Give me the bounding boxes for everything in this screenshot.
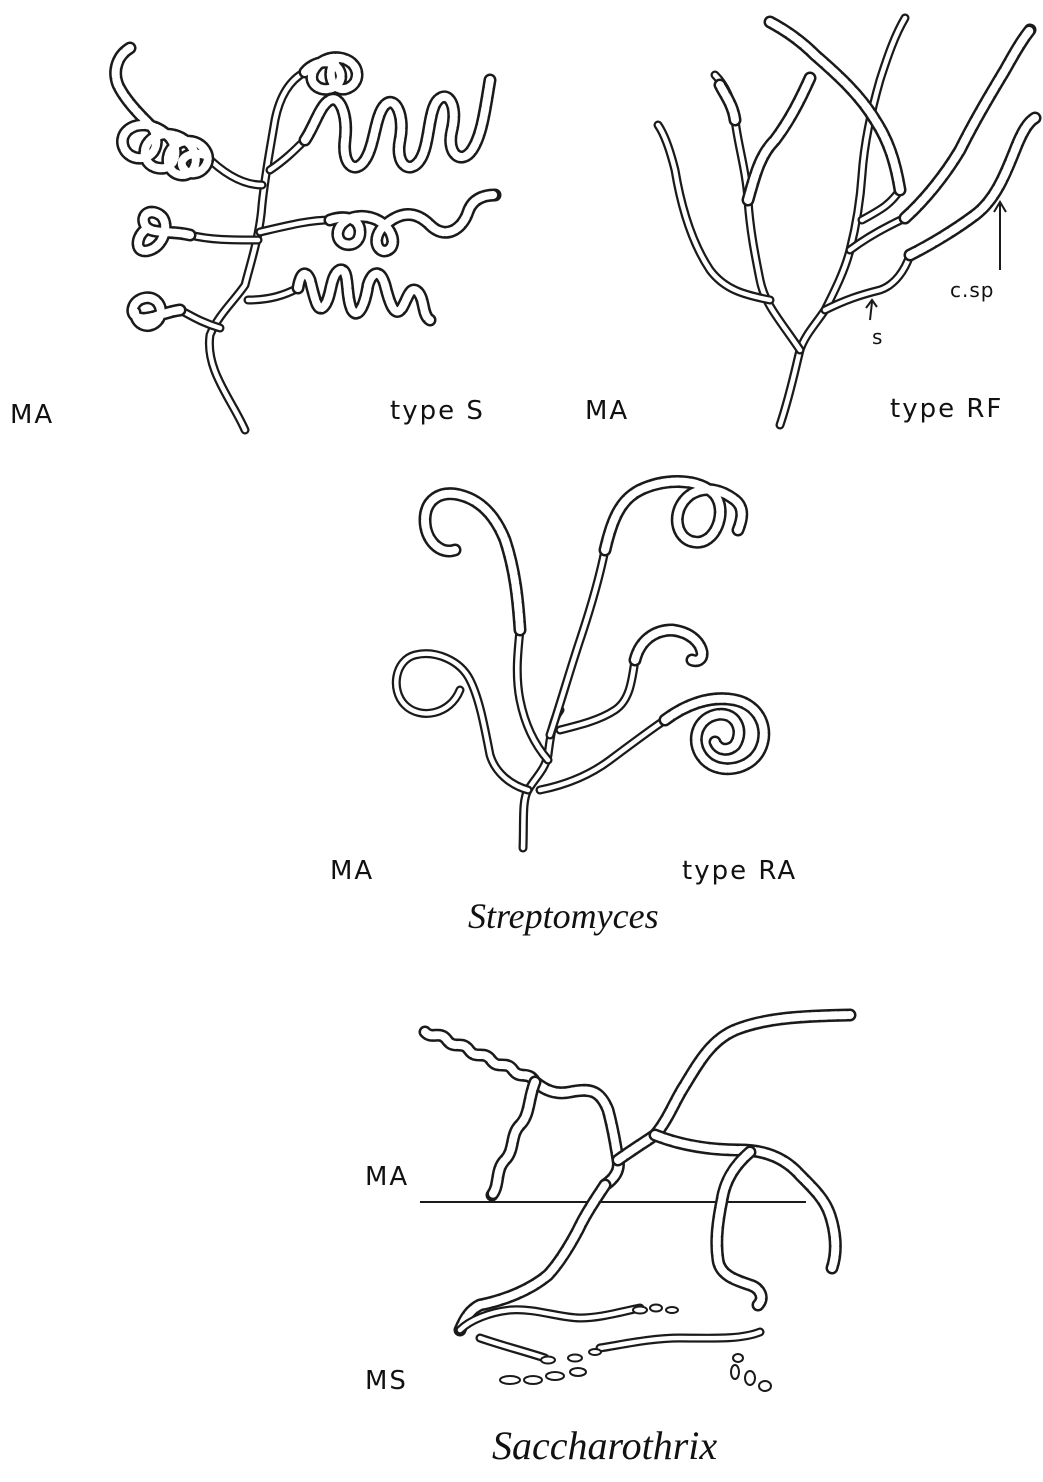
type-rf-drawing: [658, 18, 1035, 425]
sporophore-label: s: [872, 325, 883, 349]
type-rf-label: type RF: [890, 394, 1003, 424]
type-rf-ma-label: MA: [585, 396, 629, 426]
aerial-mycelium-label: MA: [365, 1162, 409, 1192]
type-rf-arrows: [866, 202, 1006, 320]
spore-chain-label: c.sp: [950, 278, 994, 302]
type-s-ma-label: MA: [10, 400, 54, 430]
type-ra-drawing: [396, 482, 764, 848]
type-rf-hyphae: [658, 18, 910, 425]
type-s-stem: [209, 72, 305, 430]
saccharothrix-spores: [500, 1305, 771, 1392]
saccharothrix-caption: Saccharothrix: [492, 1422, 717, 1469]
type-ra-label: type RA: [682, 856, 797, 886]
type-s-label: type S: [390, 396, 485, 426]
substrate-mycelium-label: MS: [365, 1366, 408, 1396]
saccharothrix-drawing: [420, 1015, 850, 1391]
type-s-drawing: [116, 48, 495, 430]
type-s-spore-chains: [116, 48, 495, 326]
saccharothrix-aerial-hyphae: [425, 1015, 850, 1330]
type-ra-spore-chains: [425, 482, 764, 769]
saccharothrix-substrate-hyphae: [460, 1308, 760, 1358]
type-ra-hyphae: [396, 550, 665, 848]
type-rf-spore-chains: [720, 22, 1035, 255]
streptomyces-caption: Streptomyces: [468, 895, 659, 937]
type-ra-ma-label: MA: [330, 856, 374, 886]
